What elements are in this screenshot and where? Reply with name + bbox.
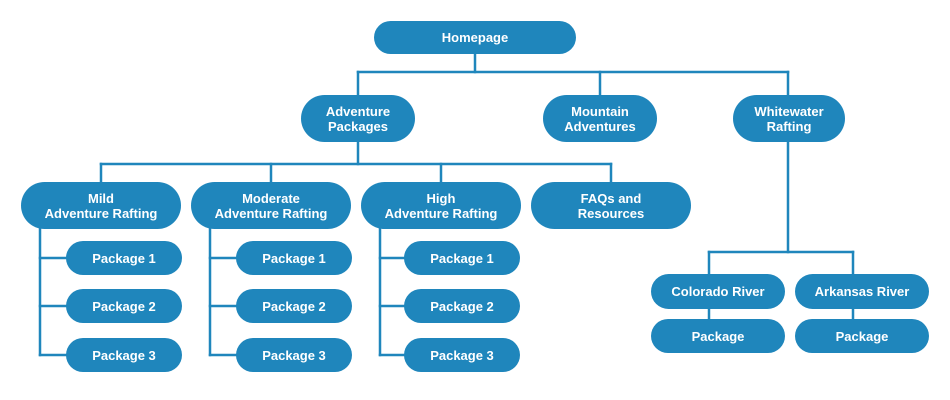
node-label: Package 2: [92, 298, 156, 314]
node-moderate-package-3[interactable]: Package 3: [236, 338, 352, 372]
node-label: Mountain Adventures: [564, 103, 636, 134]
node-label: Mild Adventure Rafting: [44, 190, 158, 221]
node-label: Package 2: [262, 298, 326, 314]
node-arkansas-river[interactable]: Arkansas River: [795, 274, 929, 309]
node-label: Package 3: [262, 347, 326, 363]
node-moderate-adventure-rafting[interactable]: Moderate Adventure Rafting: [191, 182, 351, 229]
node-high-package-2[interactable]: Package 2: [404, 289, 520, 323]
node-label: Colorado River: [671, 284, 765, 299]
node-label: Package 1: [92, 250, 156, 266]
node-high-package-1[interactable]: Package 1: [404, 241, 520, 275]
node-label: Package: [835, 328, 889, 344]
node-label: Arkansas River: [814, 284, 910, 299]
node-label: Homepage: [441, 30, 509, 45]
node-mountain-adventures[interactable]: Mountain Adventures: [543, 95, 657, 142]
node-mild-package-2[interactable]: Package 2: [66, 289, 182, 323]
node-colorado-river[interactable]: Colorado River: [651, 274, 785, 309]
node-mild-package-3[interactable]: Package 3: [66, 338, 182, 372]
node-moderate-package-1[interactable]: Package 1: [236, 241, 352, 275]
node-moderate-package-2[interactable]: Package 2: [236, 289, 352, 323]
node-label: High Adventure Rafting: [384, 190, 498, 221]
node-label: Package 1: [262, 250, 326, 266]
node-homepage[interactable]: Homepage: [374, 21, 576, 54]
node-mild-package-1[interactable]: Package 1: [66, 241, 182, 275]
node-label: Package: [691, 328, 745, 344]
node-high-adventure-rafting[interactable]: High Adventure Rafting: [361, 182, 521, 229]
node-label: Moderate Adventure Rafting: [214, 190, 328, 221]
node-label: Package 1: [430, 250, 494, 266]
node-label: Package 2: [430, 298, 494, 314]
node-label: FAQs and Resources: [577, 190, 645, 221]
node-colorado-package[interactable]: Package: [651, 319, 785, 353]
node-adventure-packages[interactable]: Adventure Packages: [301, 95, 415, 142]
node-arkansas-package[interactable]: Package: [795, 319, 929, 353]
node-whitewater-rafting[interactable]: Whitewater Rafting: [733, 95, 845, 142]
node-label: Adventure Packages: [325, 103, 391, 134]
node-mild-adventure-rafting[interactable]: Mild Adventure Rafting: [21, 182, 181, 229]
node-high-package-3[interactable]: Package 3: [404, 338, 520, 372]
node-label: Whitewater Rafting: [754, 103, 824, 134]
node-label: Package 3: [430, 347, 494, 363]
node-faqs-and-resources[interactable]: FAQs and Resources: [531, 182, 691, 229]
node-label: Package 3: [92, 347, 156, 363]
